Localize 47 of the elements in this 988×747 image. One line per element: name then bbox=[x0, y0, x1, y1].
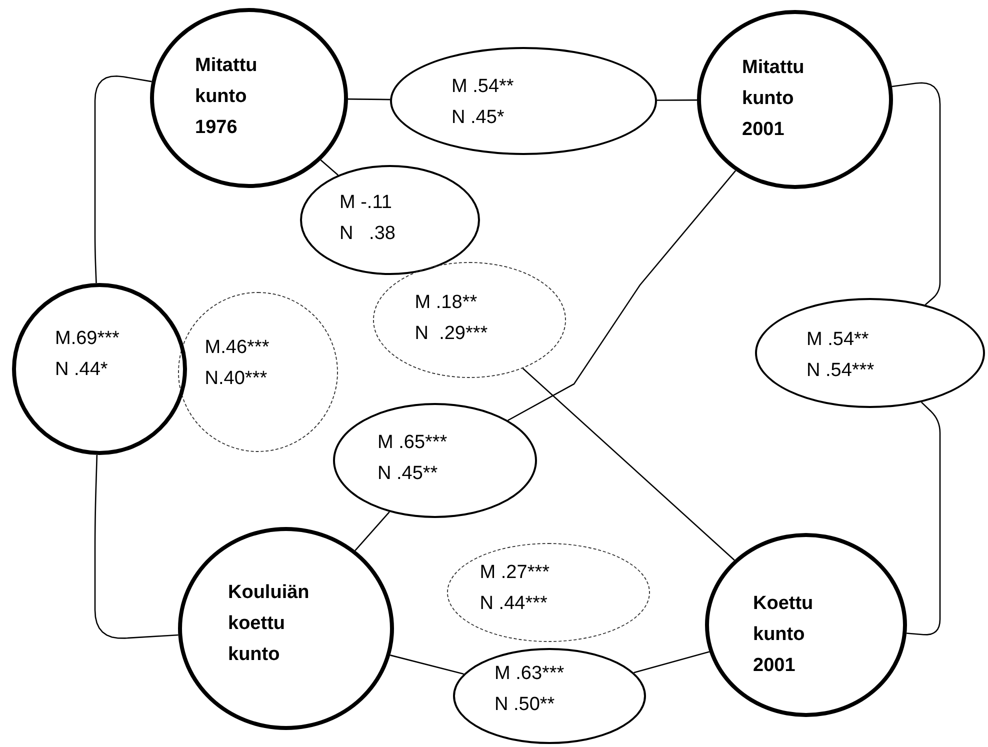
connector-line bbox=[892, 82, 941, 306]
coefficient-text: M -.11 bbox=[340, 190, 392, 214]
coefficient-text: M .65*** bbox=[378, 430, 448, 454]
coefficient-text: M .27*** bbox=[480, 560, 550, 585]
connector-line bbox=[906, 402, 941, 636]
construct-circle bbox=[697, 10, 893, 189]
coefficient-text: N .45** bbox=[378, 462, 438, 486]
coefficient-ellipse bbox=[390, 47, 657, 155]
construct-label: Mitattu kunto 2001 bbox=[742, 56, 806, 142]
coefficient-text: N .50** bbox=[494, 692, 555, 716]
coefficient-text: N .44*** bbox=[480, 592, 548, 616]
coefficient-text: N .44* bbox=[55, 358, 108, 382]
construct-label: Mitattu kunto 1976 bbox=[195, 54, 258, 140]
coefficient-ellipse bbox=[300, 165, 480, 275]
construct-circle bbox=[150, 8, 348, 188]
connector-line bbox=[390, 654, 464, 675]
coefficient-text: M .54** bbox=[452, 74, 514, 98]
connector-line bbox=[94, 75, 152, 284]
coefficient-ellipse bbox=[453, 648, 646, 744]
coefficient-text: N .54*** bbox=[806, 358, 874, 382]
construct-label: Kouluiän koettu kunto bbox=[228, 581, 310, 667]
coefficient-ellipse bbox=[178, 292, 338, 452]
connector-line bbox=[320, 160, 338, 176]
connector-line bbox=[508, 170, 736, 421]
coefficient-text: M .18** bbox=[414, 290, 478, 315]
coefficient-text: M.46*** bbox=[204, 336, 270, 360]
connector-line bbox=[634, 651, 710, 674]
construct-circle bbox=[705, 533, 907, 717]
coefficient-text: M .63*** bbox=[494, 662, 564, 686]
coefficient-ellipse bbox=[333, 403, 537, 518]
connector-line bbox=[348, 98, 390, 100]
coefficient-text: N .29*** bbox=[414, 322, 488, 346]
connector-line bbox=[522, 368, 735, 561]
coefficient-ellipse bbox=[755, 298, 985, 408]
construct-circle bbox=[178, 527, 394, 730]
connector-line bbox=[354, 512, 390, 551]
coefficient-text: N.40*** bbox=[204, 366, 268, 391]
coefficient-text: N .38 bbox=[340, 222, 396, 246]
coefficient-ellipse bbox=[12, 283, 187, 455]
coefficient-ellipse bbox=[373, 262, 566, 378]
coefficient-text: N .45* bbox=[452, 106, 504, 130]
coefficient-ellipse bbox=[447, 543, 650, 642]
coefficient-text: M.69*** bbox=[55, 327, 120, 351]
coefficient-text: M .54** bbox=[806, 328, 869, 352]
connector-line bbox=[656, 99, 697, 101]
connector-line bbox=[94, 454, 178, 639]
construct-label: Koettu kunto 2001 bbox=[753, 592, 814, 678]
